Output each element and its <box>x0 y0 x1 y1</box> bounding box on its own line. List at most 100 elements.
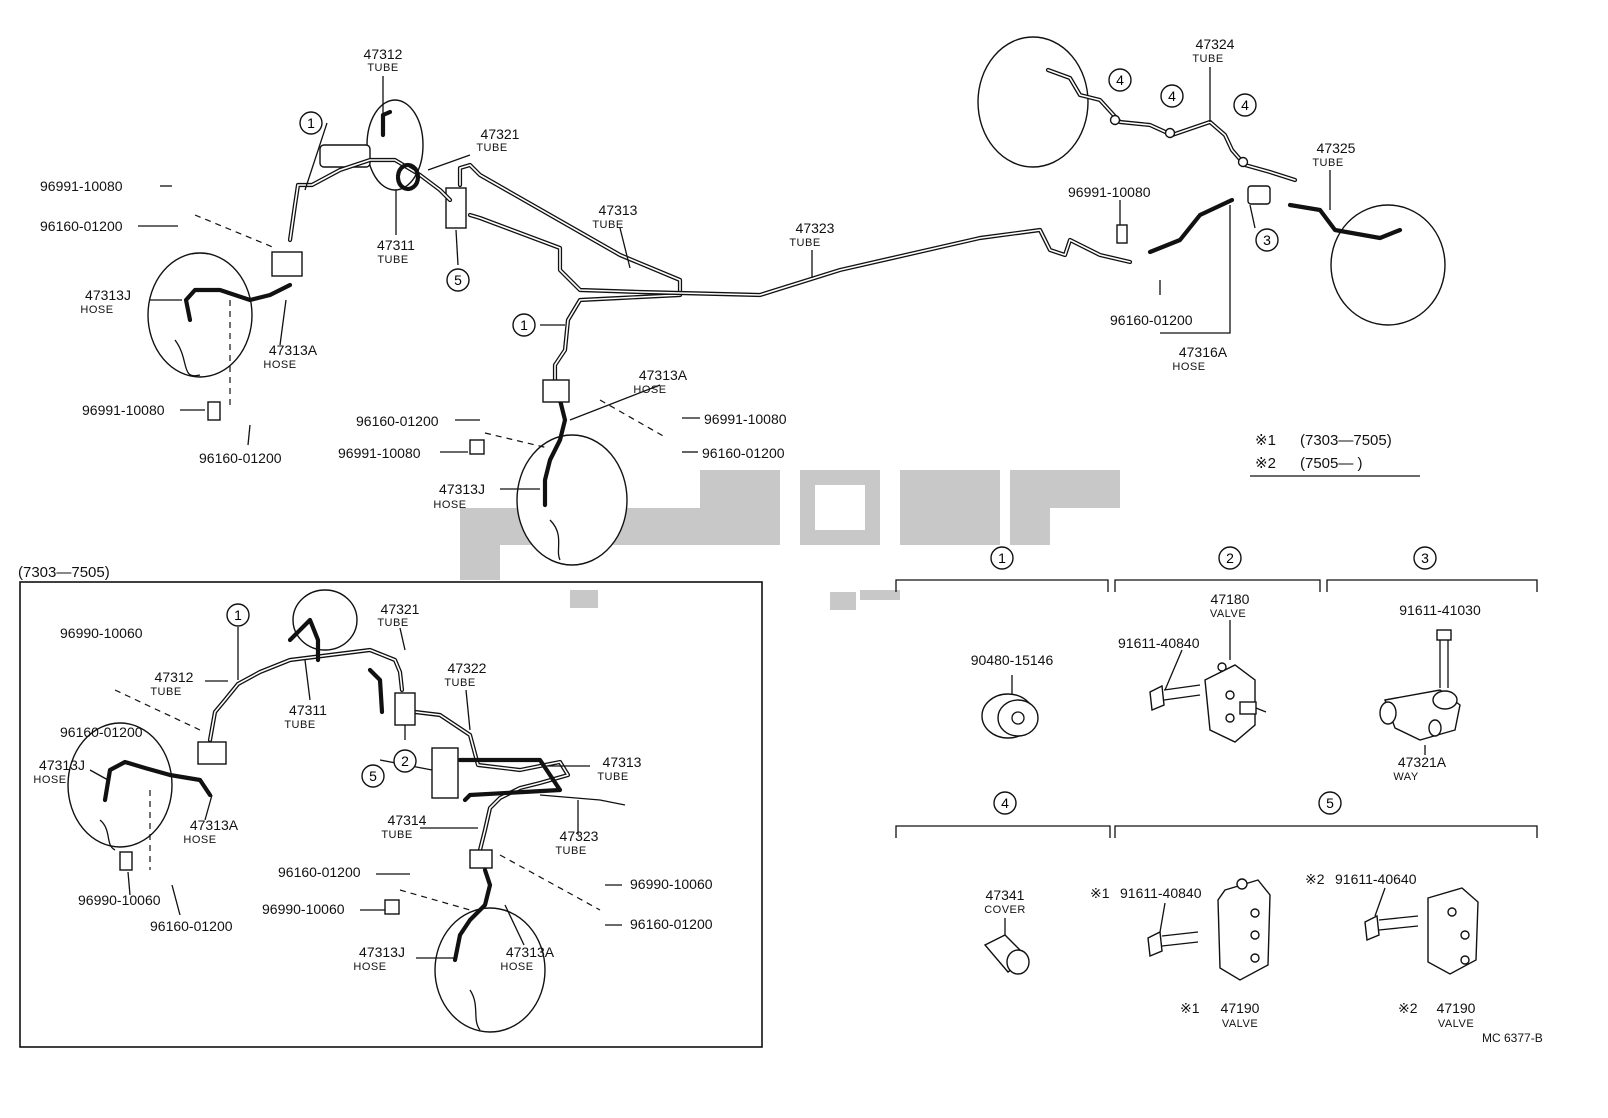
svg-text:TUBE: TUBE <box>1192 53 1223 65</box>
inset-callout-1: 1 <box>226 603 250 627</box>
svg-text:5: 5 <box>369 768 377 784</box>
code-96160-e: 96160-01200 <box>1110 312 1193 328</box>
group-callout-3: 3 <box>1413 546 1437 570</box>
svg-text:※2: ※2 <box>1398 1000 1418 1016</box>
callout-4-c: 4 <box>1233 93 1257 117</box>
svg-text:HOSE: HOSE <box>80 304 113 316</box>
svg-text:91611-40840: 91611-40840 <box>1120 885 1202 901</box>
svg-text:47322: 47322 <box>448 660 487 676</box>
svg-text:47321: 47321 <box>481 126 520 142</box>
svg-text:47313: 47313 <box>599 202 638 218</box>
svg-text:TUBE: TUBE <box>381 829 412 841</box>
svg-text:91611-40840: 91611-40840 <box>1118 635 1200 651</box>
svg-text:※2: ※2 <box>1305 871 1325 887</box>
callout-5-a: 5 <box>446 268 470 292</box>
code-96160-d: 96160-01200 <box>702 445 785 461</box>
svg-text:4: 4 <box>1116 72 1124 88</box>
svg-text:47325: 47325 <box>1317 140 1356 156</box>
svg-text:47323: 47323 <box>560 828 599 844</box>
inset-title: (7303—7505) <box>18 564 110 581</box>
svg-text:47314: 47314 <box>388 812 427 828</box>
code-96991-b: 96991-10080 <box>82 402 165 418</box>
inset-code-96160-c: 96160-01200 <box>278 864 361 880</box>
svg-text:4: 4 <box>1241 97 1249 113</box>
svg-text:3: 3 <box>1421 550 1429 566</box>
inset-panel: (7303—7505) <box>18 564 763 1048</box>
code-96991-d: 96991-10080 <box>704 411 787 427</box>
svg-text:90480-15146: 90480-15146 <box>971 652 1054 668</box>
svg-text:2: 2 <box>401 753 409 769</box>
svg-text:1: 1 <box>307 115 315 131</box>
svg-text:2: 2 <box>1226 550 1234 566</box>
svg-text:※1: ※1 <box>1180 1000 1200 1016</box>
inset-callouts: 1 2 5 <box>226 603 417 788</box>
svg-text:47313J: 47313J <box>85 287 131 303</box>
code-96160-b: 96160-01200 <box>199 450 282 466</box>
code-96160-a: 96160-01200 <box>40 218 123 234</box>
callout-3-a: 3 <box>1255 228 1279 252</box>
svg-text:VALVE: VALVE <box>1210 608 1246 620</box>
svg-text:HOSE: HOSE <box>433 499 466 511</box>
inset-code-96160-a: 96160-01200 <box>60 724 143 740</box>
svg-text:47313J: 47313J <box>359 944 405 960</box>
svg-text:47321: 47321 <box>381 601 420 617</box>
svg-text:HOSE: HOSE <box>633 384 666 396</box>
svg-text:47323: 47323 <box>796 220 835 236</box>
callout-1-b: 1 <box>512 313 536 337</box>
svg-text:VALVE: VALVE <box>1222 1018 1258 1030</box>
svg-text:HOSE: HOSE <box>183 834 216 846</box>
svg-text:91611-40640: 91611-40640 <box>1335 871 1417 887</box>
date-notes: ※1 (7303—7505) ※2 (7505— ) <box>1255 432 1392 472</box>
note-2-mark: ※2 <box>1255 455 1276 472</box>
svg-text:5: 5 <box>454 272 462 288</box>
inset-code-96990-c: 96990-10060 <box>262 901 345 917</box>
svg-text:HOSE: HOSE <box>500 961 533 973</box>
group-callout-5: 5 <box>1318 791 1342 815</box>
svg-text:47313A: 47313A <box>639 367 688 383</box>
proportioning-valve-5 <box>445 187 467 229</box>
svg-text:HOSE: HOSE <box>353 961 386 973</box>
inset-code-96990-a: 96990-10060 <box>60 625 143 641</box>
svg-text:47311: 47311 <box>377 237 415 253</box>
inset-code-96160-b: 96160-01200 <box>150 918 233 934</box>
svg-text:TUBE: TUBE <box>367 62 398 74</box>
note-1-mark: ※1 <box>1255 432 1276 449</box>
svg-text:47313A: 47313A <box>506 944 555 960</box>
reference-code: MC 6377-B <box>1482 1031 1543 1045</box>
group-callout-4: 4 <box>993 791 1017 815</box>
svg-text:TUBE: TUBE <box>555 845 586 857</box>
grommet-90480: 90480-15146 <box>971 652 1054 739</box>
code-96160-c: 96160-01200 <box>356 413 439 429</box>
valve-47190-type2: ※2 91611-40640 ※2 47190 VALVE <box>1305 871 1479 1030</box>
svg-text:TUBE: TUBE <box>377 617 408 629</box>
svg-text:1: 1 <box>520 317 528 333</box>
svg-text:1: 1 <box>234 607 242 623</box>
callout-4-a: 4 <box>1108 68 1132 92</box>
rear-lower-drum <box>1330 204 1446 326</box>
svg-text:47324: 47324 <box>1196 36 1235 52</box>
svg-text:1: 1 <box>998 550 1006 566</box>
inset-code-96990-b: 96990-10060 <box>78 892 161 908</box>
note-1-range: (7303—7505) <box>1300 432 1392 449</box>
svg-text:47190: 47190 <box>1221 1000 1260 1016</box>
svg-text:47313A: 47313A <box>269 342 318 358</box>
svg-text:4: 4 <box>1168 88 1176 104</box>
left-front-drum <box>147 252 253 378</box>
svg-text:47312: 47312 <box>364 46 403 62</box>
svg-text:※1: ※1 <box>1090 885 1110 901</box>
svg-text:TUBE: TUBE <box>444 677 475 689</box>
